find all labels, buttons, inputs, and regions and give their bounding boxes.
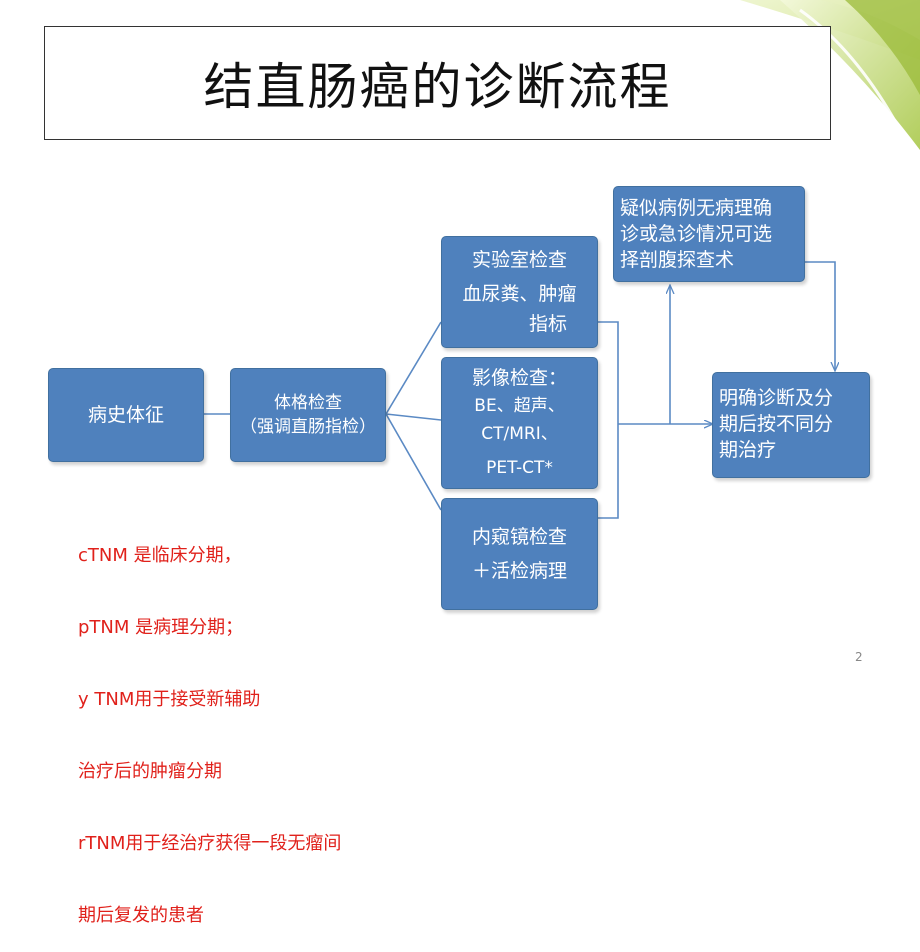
lab-test-title: 实验室检查 [471, 249, 567, 271]
page-number: 2 [855, 650, 863, 664]
physical-exam-node: 体格检查 （强调直肠指检） [230, 368, 386, 462]
physical-exam-label: 体格检查 [274, 393, 342, 413]
endoscopy-title: 内窥镜检查 [471, 526, 567, 548]
tnm-note-line-1: cTNM 是临床分期， [78, 545, 242, 566]
imaging-detail-2: CT/MRI、 [481, 424, 558, 444]
explore-line-3: 择剖腹探查术 [620, 249, 735, 271]
tnm-note-line-3: y TNM用于接受新辅助 [78, 689, 261, 710]
tnm-note-line-5: rTNM用于经治疗获得一段无瘤间 [78, 833, 342, 854]
title-box: 结直肠癌的诊断流程 [44, 26, 831, 140]
connector-exam-imaging [385, 413, 442, 421]
lab-test-detail-1: 血尿粪、肿瘤 [462, 283, 577, 305]
bracket-right [598, 321, 619, 519]
tnm-note: cTNM 是临床分期， pTNM 是病理分期； y TNM用于接受新辅助 治疗后… [78, 496, 341, 952]
lab-test-node: 实验室检查 血尿粪、肿瘤 指标 [441, 236, 598, 348]
imaging-node: 影像检查： BE、超声、 CT/MRI、 PET-CT* [441, 357, 598, 489]
imaging-title: 影像检查： [471, 367, 567, 389]
tnm-note-line-2: pTNM 是病理分期； [78, 617, 244, 638]
flow-connectors [204, 261, 920, 519]
explore-line-1: 疑似病例无病理确 [620, 197, 773, 219]
diagnosis-line-3: 期治疗 [719, 439, 777, 461]
diagnosis-line-1: 明确诊断及分 [719, 387, 834, 409]
tnm-note-line-4: 治疗后的肿瘤分期 [78, 761, 222, 782]
connector-exam-endo [385, 413, 442, 511]
slide-title: 结直肠癌的诊断流程 [203, 58, 672, 116]
tnm-note-line-6: 期后复发的患者 [78, 905, 204, 926]
diagnosis-line-2: 期后按不同分 [719, 413, 834, 435]
exploratory-surgery-node: 疑似病例无病理确 诊或急诊情况可选 择剖腹探查术 [613, 186, 805, 282]
imaging-detail-1: BE、超声、 [474, 396, 565, 416]
endoscopy-detail: ＋活检病理 [471, 560, 567, 582]
physical-exam-note: （强调直肠指检） [240, 417, 376, 437]
diagnosis-node: 明确诊断及分 期后按不同分 期治疗 [712, 372, 870, 478]
explore-line-2: 诊或急诊情况可选 [620, 223, 773, 245]
imaging-detail-3: PET-CT* [486, 458, 553, 478]
lab-test-detail-2: 指标 [528, 313, 567, 335]
connector-explore-diagnosis [805, 261, 835, 370]
endoscopy-node: 内窥镜检查 ＋活检病理 [441, 498, 598, 610]
history-node: 病史体征 [48, 368, 204, 462]
connector-exam-lab [385, 321, 442, 415]
history-label: 病史体征 [87, 404, 164, 426]
